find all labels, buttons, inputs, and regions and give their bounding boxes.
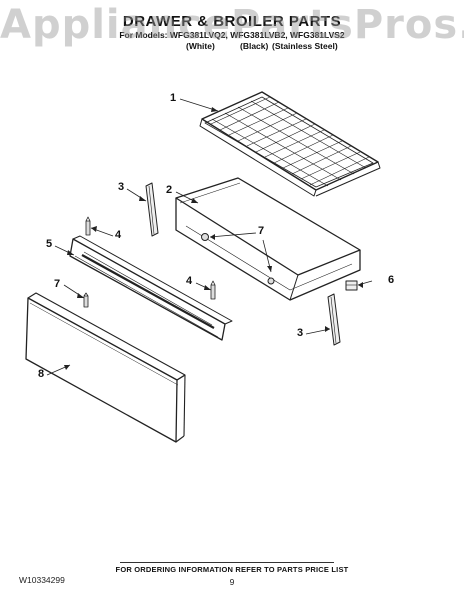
- part-drawer-panel: [25, 292, 186, 443]
- part-slide-bracket-upper: [145, 182, 159, 237]
- callout-4-left: 4: [115, 229, 122, 241]
- color-black: (Black): [240, 41, 269, 51]
- color-white: (White): [186, 41, 215, 51]
- footer-divider: [120, 562, 334, 563]
- part-oven-rack: [199, 91, 381, 197]
- part-screw-right: [210, 280, 216, 300]
- callout-4-right: 4: [186, 275, 193, 287]
- model-list: For Models: WFG381LVQ2, WFG381LVB2, WFG3…: [0, 30, 464, 40]
- callout-7-drawer: 7: [258, 225, 265, 237]
- callout-3-lower: 3: [297, 327, 304, 339]
- part-slide-bracket-lower: [327, 293, 341, 346]
- callout-7-front: 7: [54, 278, 61, 290]
- part-clip: [345, 280, 358, 291]
- callout-3-upper: 3: [118, 181, 125, 193]
- callout-2: 2: [166, 184, 173, 196]
- callout-5: 5: [46, 238, 53, 250]
- callout-1: 1: [170, 92, 177, 104]
- models-numbers: WFG381LVQ2, WFG381LVB2, WFG381LVS2: [169, 30, 345, 40]
- leader-arrowheads: [64, 107, 363, 370]
- callout-8: 8: [38, 368, 45, 380]
- callout-6: 6: [388, 274, 395, 286]
- part-screw-left: [85, 216, 91, 236]
- page-number: 9: [229, 577, 235, 587]
- models-prefix: For Models:: [119, 30, 168, 40]
- part-screw-front: [83, 292, 89, 308]
- color-stainless: (Stainless Steel): [272, 41, 338, 51]
- part-drawer-pan: [175, 177, 361, 301]
- part-drawer-front: [69, 235, 233, 341]
- ordering-info: FOR ORDERING INFORMATION REFER TO PARTS …: [115, 565, 349, 574]
- document-code: W10334299: [19, 575, 65, 585]
- page-title: DRAWER & BROILER PARTS: [122, 13, 342, 30]
